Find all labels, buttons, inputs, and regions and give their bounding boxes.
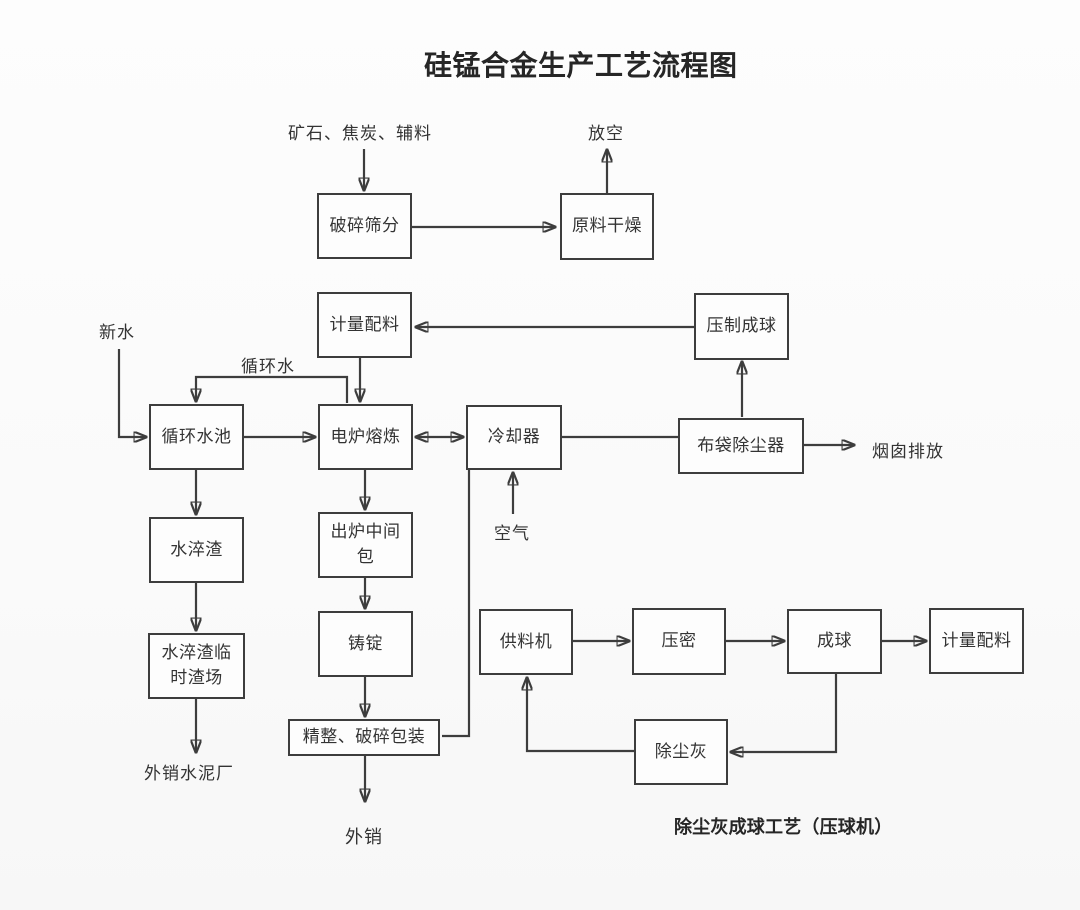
node-circulating-water-pool: 循环水池	[149, 404, 244, 470]
edge-finishing-to-cooler	[442, 470, 471, 738]
label-circulating-water: 循环水	[241, 357, 295, 376]
label-new-water: 新水	[99, 323, 135, 342]
diagram-title: 硅锰合金生产工艺流程图	[424, 50, 738, 81]
node-feeder: 供料机	[479, 609, 573, 675]
edge-new-water-to-pool	[117, 349, 146, 437]
node-temporary-slag-yard: 水淬渣临时渣场	[148, 633, 245, 699]
node-raw-material-drying: 原料干燥	[560, 193, 654, 260]
label-raw-materials: 矿石、焦炭、辅料	[288, 124, 432, 143]
label-vent: 放空	[588, 124, 624, 143]
node-ingot-casting: 铸锭	[318, 611, 413, 677]
node-dust-collection-ash: 除尘灰	[634, 719, 728, 785]
node-electric-furnace-smelting: 电炉熔炼	[318, 404, 413, 470]
node-tapping-tundish: 出炉中间包	[318, 512, 413, 578]
label-cement-plant-sale: 外销水泥厂	[144, 764, 234, 783]
edge-balling-to-dustash	[731, 674, 838, 752]
node-finishing-crushing-packaging: 精整、破碎包装	[288, 719, 440, 756]
edge-dustash-to-feeder	[527, 678, 634, 753]
node-crushing-screening: 破碎筛分	[317, 193, 412, 259]
node-bag-dust-collector: 布袋除尘器	[678, 418, 804, 474]
sub-process-caption: 除尘灰成球工艺（压球机）	[674, 817, 893, 837]
edge-circulating-water-return	[196, 375, 349, 403]
node-press-balling: 压制成球	[694, 293, 789, 360]
label-air: 空气	[494, 524, 530, 543]
label-export-sale: 外销	[345, 827, 383, 847]
node-metering-batching: 计量配料	[317, 292, 412, 358]
node-ball-forming: 成球	[787, 609, 882, 674]
label-stack-discharge: 烟囱排放	[872, 442, 944, 461]
node-cooler: 冷却器	[466, 405, 562, 470]
node-metering-batching-2: 计量配料	[929, 608, 1024, 674]
node-water-quenched-slag: 水淬渣	[149, 517, 244, 583]
node-compacting: 压密	[632, 608, 726, 675]
